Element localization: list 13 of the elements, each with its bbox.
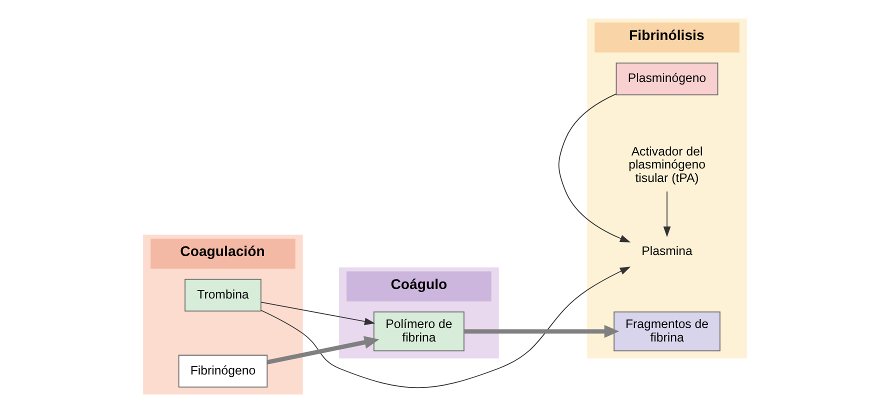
node-box: Fragmentos de fibrina [614, 312, 720, 352]
node-text: Plasmina [642, 244, 692, 258]
arrow [558, 94, 631, 242]
arrow [260, 266, 631, 388]
arrow [663, 191, 671, 238]
node-text: Activador del plasminógeno tisular (tPA) [628, 144, 706, 185]
node-box: Trombina [184, 278, 262, 312]
arrow [266, 336, 380, 364]
node-box: Plasminógeno [616, 62, 718, 96]
arrow [464, 324, 620, 338]
node-box: Fibrinógeno [178, 354, 268, 388]
node-box: Polímero de fibrina [374, 312, 464, 352]
arrow [260, 302, 376, 326]
